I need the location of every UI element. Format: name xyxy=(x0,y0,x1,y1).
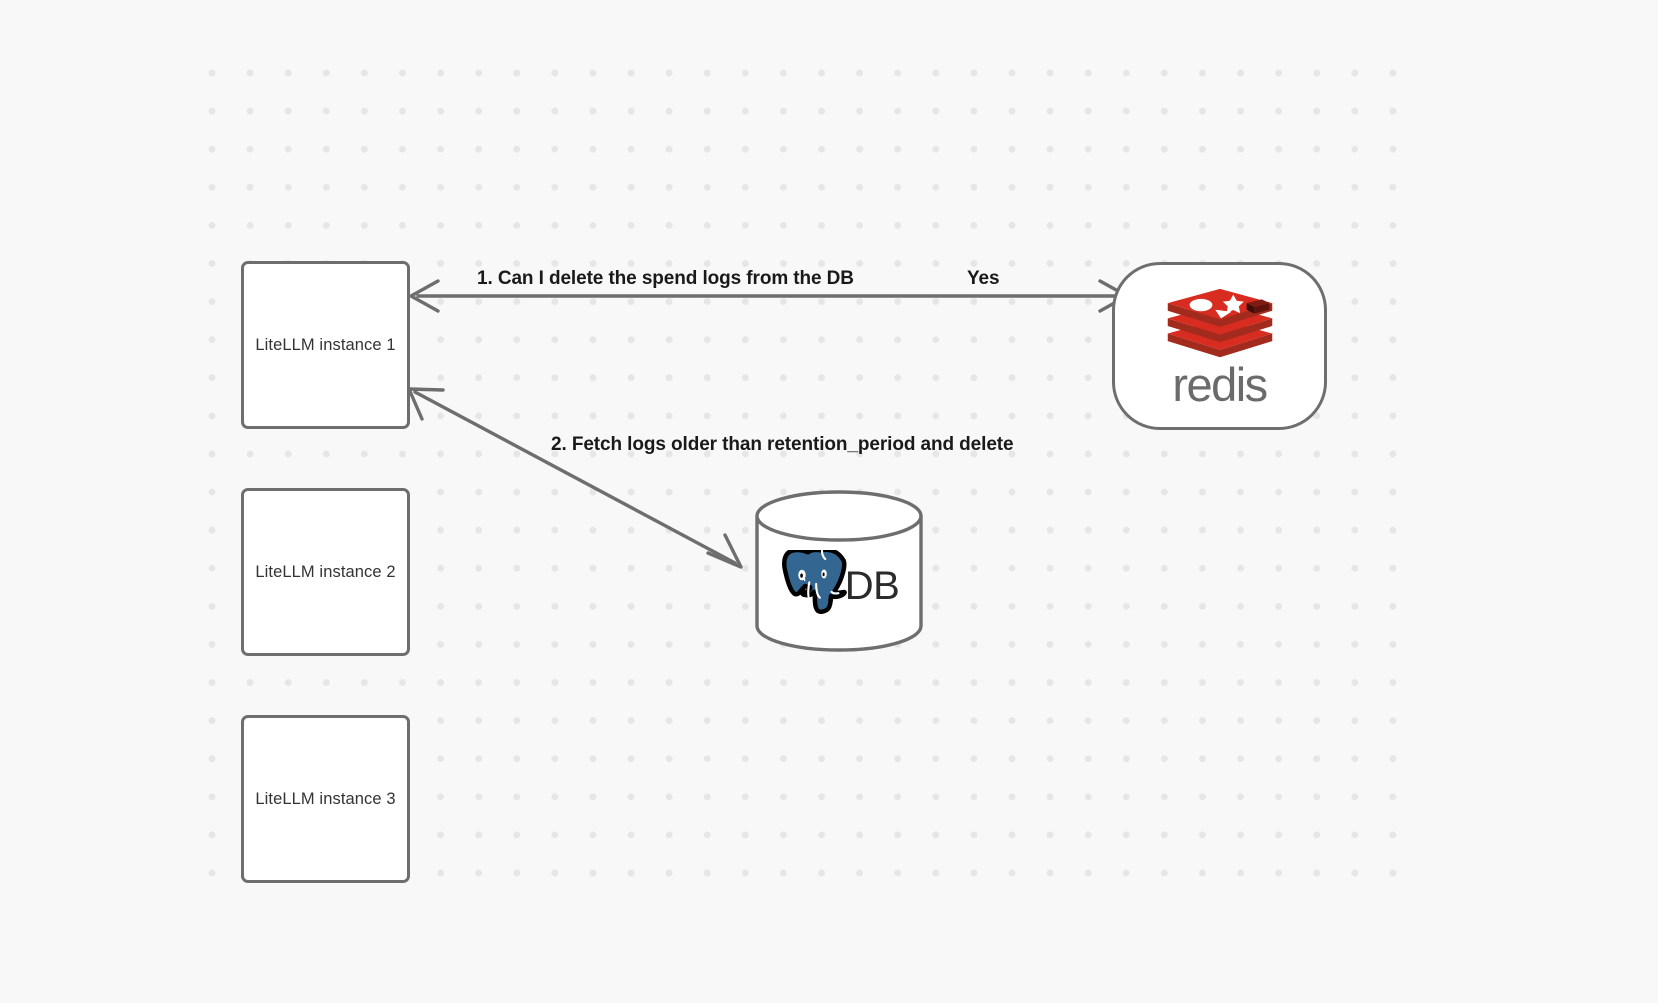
arrowhead-left-litellm1 xyxy=(409,279,440,313)
edge-label-yes: Yes xyxy=(967,268,1000,289)
node-litellm-instance-2[interactable]: LiteLLM instance 2 xyxy=(241,488,410,656)
postgresql-elephant-icon xyxy=(781,550,847,615)
database-logo: DB xyxy=(753,490,925,652)
node-label-litellm-instance-2: LiteLLM instance 2 xyxy=(255,562,396,581)
redis-logo: redis xyxy=(1162,287,1278,408)
redis-stack-icon xyxy=(1167,288,1272,357)
redis-wordmark: redis xyxy=(1172,357,1268,411)
node-redis[interactable]: redis xyxy=(1112,262,1327,430)
node-label-litellm-instance-3: LiteLLM instance 3 xyxy=(255,789,396,808)
arrowhead-downright-db xyxy=(706,533,743,569)
edge-line-litellm1-db xyxy=(413,390,737,565)
database-label: DB xyxy=(844,564,900,608)
node-database[interactable]: DB xyxy=(753,490,925,652)
node-label-litellm-instance-1: LiteLLM instance 1 xyxy=(255,335,396,354)
node-litellm-instance-3[interactable]: LiteLLM instance 3 xyxy=(241,715,410,883)
edge-label-step-1: 1. Can I delete the spend logs from the … xyxy=(477,268,854,289)
edge-label-step-2: 2. Fetch logs older than retention_perio… xyxy=(551,434,1014,455)
node-litellm-instance-1[interactable]: LiteLLM instance 1 xyxy=(241,261,410,429)
edge-litellm1-db[interactable] xyxy=(407,387,743,569)
